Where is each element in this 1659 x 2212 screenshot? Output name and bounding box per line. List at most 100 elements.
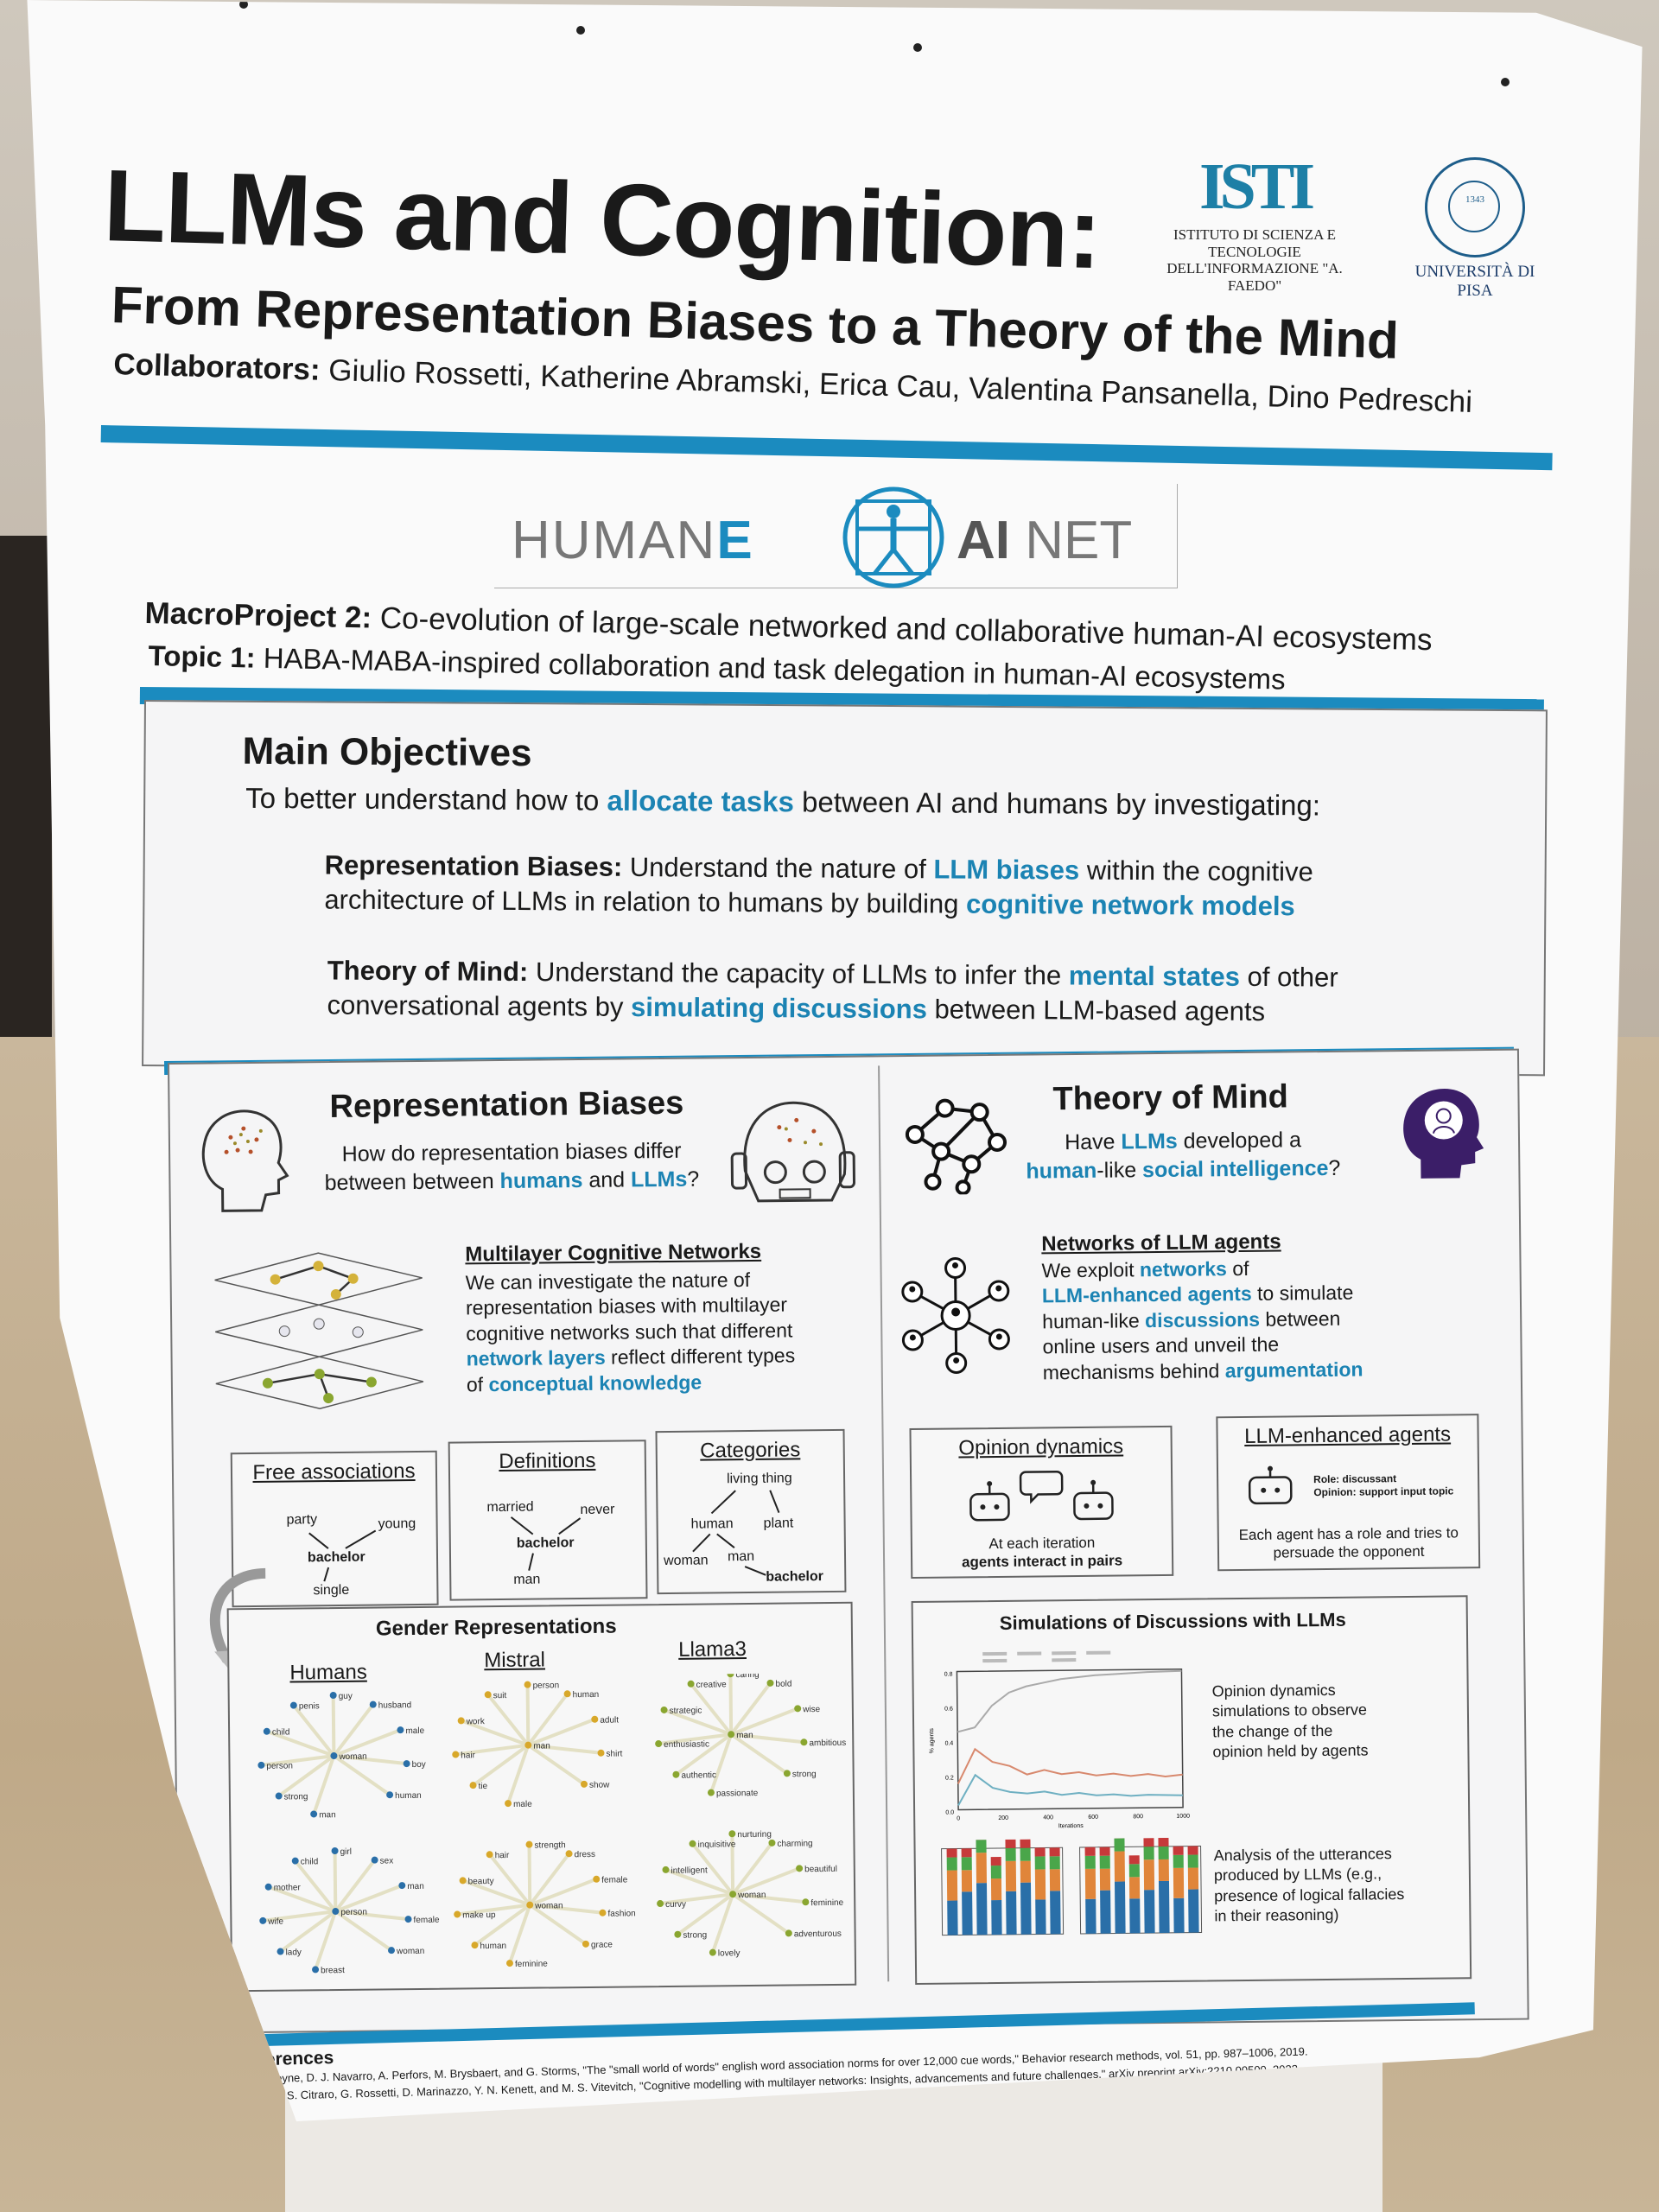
word-node bbox=[660, 1706, 668, 1713]
word-label: person bbox=[533, 1681, 560, 1690]
multilayer-networks-title: Multilayer Cognitive Networks bbox=[465, 1239, 762, 1267]
word-label: male bbox=[405, 1726, 424, 1736]
poster-title: LLMs and Cognition: bbox=[102, 148, 1103, 291]
pin bbox=[1501, 78, 1510, 86]
word-label: lady bbox=[285, 1948, 301, 1957]
word-node bbox=[469, 1782, 477, 1789]
word-label: human bbox=[395, 1791, 422, 1801]
svg-text:0.6: 0.6 bbox=[944, 1707, 953, 1713]
word-node bbox=[484, 1691, 492, 1699]
word-label: girl bbox=[340, 1847, 352, 1857]
main-objectives-title: Main Objectives bbox=[242, 729, 532, 775]
multilayer-network-icon bbox=[214, 1252, 424, 1409]
network-edge bbox=[506, 1745, 531, 1804]
network-edge bbox=[529, 1904, 588, 1946]
stacked-bar-segment bbox=[1099, 1868, 1111, 1891]
stacked-bar-segment bbox=[946, 1857, 957, 1871]
word-label: show bbox=[589, 1781, 610, 1790]
svg-text:0.2: 0.2 bbox=[945, 1776, 954, 1782]
word-node bbox=[397, 1726, 404, 1734]
word-node bbox=[657, 1900, 664, 1908]
network-edge bbox=[474, 1904, 531, 1947]
gender-representations-box: Gender Representations Humans Mistral Ll… bbox=[226, 1601, 857, 1993]
word-label: enthusiastic bbox=[664, 1739, 709, 1750]
word-label: beauty bbox=[468, 1877, 494, 1886]
stacked-bar-segment bbox=[1049, 1856, 1060, 1870]
poster: LLMs and Cognition: From Representation … bbox=[27, 0, 1643, 2122]
word-node bbox=[766, 1679, 774, 1687]
network-edge bbox=[730, 1732, 804, 1745]
stacked-bar-segment bbox=[991, 1899, 1002, 1936]
svg-text:800: 800 bbox=[1133, 1814, 1143, 1820]
networks-of-agents-text: We exploit networks of LLM-enhanced agen… bbox=[1041, 1256, 1363, 1384]
stacked-bar-segment bbox=[1187, 1854, 1198, 1868]
stacked-bar-segment bbox=[1173, 1897, 1185, 1933]
network-edge bbox=[730, 1834, 735, 1895]
network-edge bbox=[663, 1708, 732, 1737]
stacked-bar-segment bbox=[1128, 1864, 1140, 1878]
stacked-bar-segment bbox=[962, 1891, 973, 1936]
stacked-bar-segment bbox=[961, 1857, 972, 1871]
word-node bbox=[768, 1839, 776, 1847]
word-label: human bbox=[480, 1942, 506, 1951]
categories-box: Categories living thing human plant woma… bbox=[655, 1428, 847, 1595]
word-label: nurturing bbox=[737, 1830, 772, 1840]
word-node bbox=[275, 1792, 283, 1800]
stacked-bar-segment bbox=[1084, 1855, 1096, 1869]
network-edge bbox=[710, 1893, 735, 1954]
word-label: breast bbox=[321, 1966, 345, 1975]
networks-of-agents-title: Networks of LLM agents bbox=[1041, 1230, 1281, 1256]
word-node bbox=[525, 1840, 533, 1848]
stacked-bar-segment bbox=[1143, 1859, 1155, 1891]
definition-arrows bbox=[510, 1516, 582, 1571]
main-objectives-intro: To better understand how to allocate tas… bbox=[245, 781, 1321, 822]
network-edge bbox=[334, 1859, 377, 1913]
word-node bbox=[800, 1738, 808, 1746]
stacked-bar-segment bbox=[990, 1856, 1001, 1866]
stacked-bar-segment bbox=[1187, 1867, 1199, 1890]
stacked-bar-segment bbox=[1084, 1847, 1096, 1856]
multilayer-networks-text: We can investigate the nature of represe… bbox=[465, 1268, 796, 1396]
word-label: husband bbox=[378, 1700, 411, 1710]
robot-agent-icon bbox=[1248, 1465, 1293, 1505]
word-label: strong bbox=[792, 1770, 817, 1779]
word-node bbox=[674, 1930, 682, 1938]
network-edge bbox=[334, 1754, 407, 1766]
word-label: person bbox=[266, 1761, 293, 1770]
word-node bbox=[794, 1705, 802, 1713]
network-edge bbox=[675, 1732, 733, 1777]
network-edge bbox=[488, 1853, 531, 1906]
word-node bbox=[796, 1865, 804, 1872]
main-objectives-box: Main Objectives To better understand how… bbox=[142, 700, 1548, 1077]
network-edge bbox=[461, 1878, 531, 1907]
stacked-bar-segment bbox=[1006, 1891, 1017, 1935]
stacked-bar-segment bbox=[1143, 1847, 1154, 1860]
network-edge bbox=[527, 1744, 586, 1786]
word-label: female bbox=[601, 1875, 628, 1885]
word-node bbox=[505, 1800, 512, 1808]
word-node bbox=[257, 1761, 265, 1769]
stacked-bar-segment bbox=[961, 1870, 973, 1892]
word-node bbox=[563, 1690, 571, 1698]
word-node bbox=[591, 1715, 599, 1723]
stacked-bar-segment bbox=[1099, 1847, 1110, 1856]
word-label: hair bbox=[461, 1751, 475, 1760]
word-node bbox=[291, 1857, 299, 1865]
word-label: suit bbox=[493, 1691, 507, 1700]
word-label: wise bbox=[802, 1705, 821, 1714]
word-node bbox=[398, 1882, 406, 1890]
mistral-label: Mistral bbox=[484, 1648, 546, 1673]
pin bbox=[576, 26, 585, 35]
word-label: female bbox=[413, 1916, 440, 1925]
pin bbox=[913, 43, 922, 52]
stacked-bar-segment bbox=[1129, 1898, 1141, 1934]
word-label: adventurous bbox=[794, 1929, 842, 1940]
network-edge bbox=[730, 1732, 789, 1776]
word-node bbox=[312, 1966, 320, 1974]
stacked-bar-segment bbox=[1173, 1846, 1184, 1855]
network-edge bbox=[292, 1704, 335, 1758]
network-edge bbox=[528, 1743, 601, 1755]
word-node bbox=[728, 1731, 735, 1738]
definitions-box: Definitions married never bachelor man bbox=[448, 1440, 648, 1601]
